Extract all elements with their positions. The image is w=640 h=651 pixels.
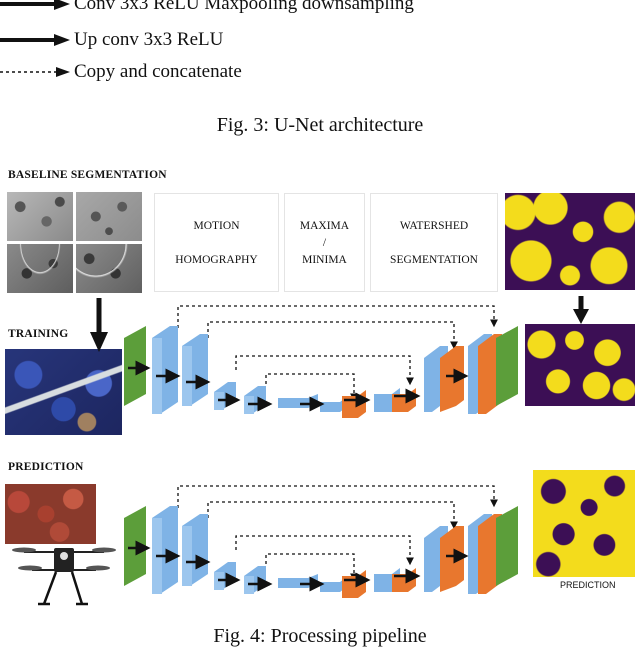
segmentation-mask [525,324,635,406]
legend-upconv: Up conv 3x3 ReLU [0,28,223,52]
fig3-caption: Fig. 3: U-Net architecture [216,114,424,136]
segmentation-mask [505,193,635,290]
stage-label: WATERSHED [399,220,469,232]
legend-downsample: Conv 3x3 ReLU Maxpooling downsampling [0,0,414,16]
stage-label: MAXIMA [299,220,350,232]
legend-copy-label: Copy and concatenate [74,61,242,82]
aerial-thumbnail [7,244,73,293]
thick-arrow-icon [0,0,70,10]
fig4-caption: Fig. 4: Processing pipeline [213,625,427,647]
prediction-map-label: PREDICTION [560,580,616,590]
aerial-thumbnail [7,192,73,241]
prediction-mask [533,470,635,577]
stage-label: / [322,237,327,249]
training-label: TRAINING [8,328,69,340]
unet-diagram-training [124,305,518,418]
maxima-minima-box: MAXIMA / MINIMA [284,193,365,292]
training-input-image [5,349,122,435]
prediction-label: PREDICTION [8,461,84,473]
down-arrow-icon [573,296,589,324]
baseline-label: BASELINE SEGMENTATION [8,169,167,181]
motion-homography-box: MOTION HOMOGRAPHY [154,193,279,292]
legend-downsample-label: Conv 3x3 ReLU Maxpooling downsampling [74,0,414,14]
drone-icon [12,547,116,606]
thick-arrow-icon [0,34,70,46]
legend-upconv-label: Up conv 3x3 ReLU [74,29,224,50]
stage-label: SEGMENTATION [390,254,478,266]
watershed-segmentation-box: WATERSHED SEGMENTATION [370,193,498,292]
dashed-arrow-icon [0,67,70,77]
unet-diagram-prediction [124,485,518,598]
stage-label: MOTION [193,220,240,232]
stage-label: MINIMA [302,254,347,266]
aerial-thumbnail [76,192,142,241]
prediction-input-image [5,484,96,544]
stage-label: HOMOGRAPHY [175,254,258,266]
down-arrow-icon [90,298,108,352]
legend-copy: Copy and concatenate [0,60,242,84]
aerial-thumbnail [76,244,142,293]
